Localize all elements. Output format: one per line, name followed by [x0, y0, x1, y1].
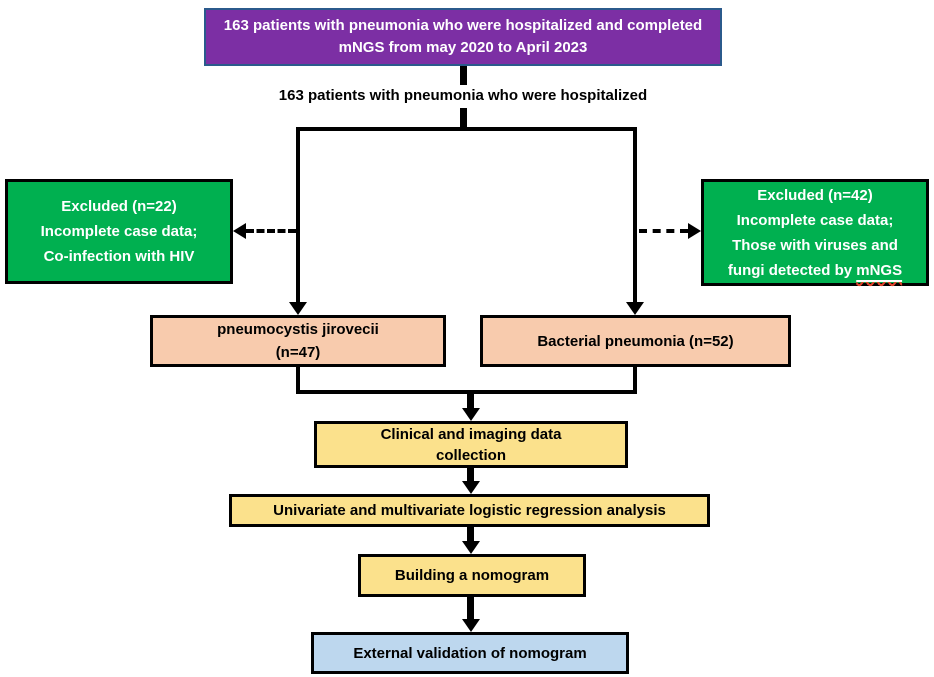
down-arrowhead-regression	[462, 481, 480, 494]
connector-regression-stub	[467, 468, 474, 483]
hospitalized-text: 163 patients with pneumonia who were hos…	[278, 87, 648, 104]
excluded-right-line4: fungi detected by mNGS	[728, 258, 902, 283]
connector-validation-stub	[467, 597, 474, 621]
connector-nomogram-stub	[467, 527, 474, 543]
enrollment-text: 163 patients with pneumonia who were hos…	[223, 17, 703, 56]
left-arrowhead-excluded	[233, 223, 246, 239]
connector-merge-stub	[467, 390, 474, 410]
excluded-left-line3: Co-infection with HIV	[43, 248, 195, 265]
right-arrowhead-excluded	[688, 223, 701, 239]
excluded-left-line2: Incomplete case data;	[40, 223, 198, 240]
connector-branch-right-vertical	[633, 127, 637, 305]
excluded-right-line4-prefix: fungi detected by	[727, 261, 857, 279]
clinical-line2: collection	[435, 446, 506, 464]
pjp-line1: pneumocystis jirovecii	[217, 321, 379, 338]
down-arrowhead-right-cohort	[626, 302, 644, 315]
validation-text: External validation of nomogram	[353, 644, 587, 662]
bacterial-text: Bacterial pneumonia (n=52)	[537, 332, 734, 350]
validation-box: External validation of nomogram	[311, 632, 629, 674]
clinical-line1: Clinical and imaging data	[380, 425, 562, 443]
pjp-box: pneumocystis jirovecii (n=47)	[150, 315, 446, 367]
excluded-right-line1: Excluded (n=42)	[757, 186, 873, 204]
connector-merge-horizontal	[296, 390, 637, 394]
excluded-left-box: Excluded (n=22) Incomplete case data; Co…	[5, 179, 233, 284]
dashed-line-left	[246, 229, 296, 233]
pjp-line2: (n=47)	[275, 344, 321, 361]
dashed-line-right	[639, 229, 688, 233]
nomogram-text: Building a nomogram	[394, 567, 550, 584]
excluded-left-line1: Excluded (n=22)	[61, 198, 177, 215]
spellcheck-underline: mNGS	[856, 262, 902, 279]
excluded-right-line3: Those with viruses and	[732, 236, 898, 254]
down-arrowhead-left-cohort	[289, 302, 307, 315]
nomogram-box: Building a nomogram	[358, 554, 586, 597]
down-arrowhead-nomogram	[462, 541, 480, 554]
clinical-data-box: Clinical and imaging data collection	[314, 421, 628, 468]
excluded-right-line2: Incomplete case data;	[736, 211, 894, 229]
connector-merge-left-vertical	[296, 367, 300, 394]
excluded-right-mngs-term: mNGS	[856, 261, 903, 279]
connector-branch-left-vertical	[296, 127, 300, 305]
hospitalized-label: 163 patients with pneumonia who were hos…	[204, 85, 722, 106]
down-arrowhead-validation	[462, 619, 480, 632]
connector-merge-right-vertical	[633, 367, 637, 394]
connector-branch-horizontal	[296, 127, 637, 131]
regression-text: Univariate and multivariate logistic reg…	[273, 502, 666, 519]
excluded-right-box: Excluded (n=42) Incomplete case data; Th…	[701, 179, 929, 286]
bacterial-box: Bacterial pneumonia (n=52)	[480, 315, 791, 367]
enrollment-box: 163 patients with pneumonia who were hos…	[204, 8, 722, 66]
down-arrowhead-clinical	[462, 408, 480, 421]
connector-enrollment-stub	[460, 66, 467, 85]
connector-label-stub	[460, 108, 467, 131]
regression-box: Univariate and multivariate logistic reg…	[229, 494, 710, 527]
